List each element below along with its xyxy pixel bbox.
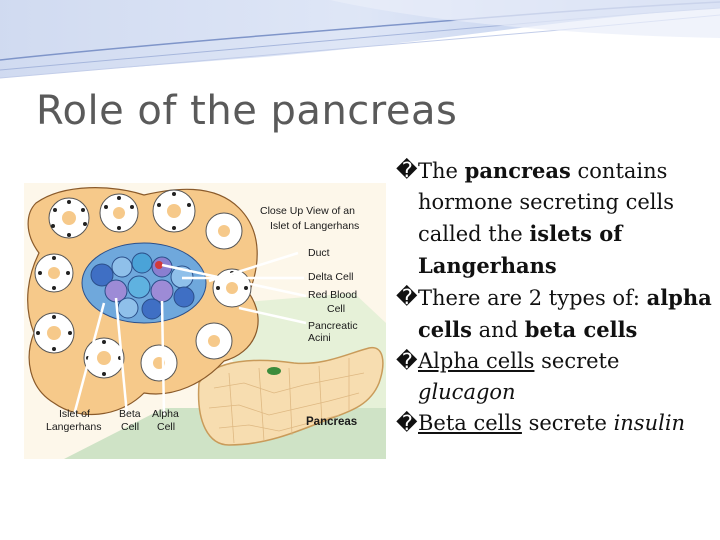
bullet-italic: glucagon bbox=[418, 380, 516, 404]
label-alpha-1: Alpha bbox=[152, 408, 179, 420]
acini-group bbox=[33, 189, 252, 382]
label-islet-2: Langerhans bbox=[46, 421, 101, 433]
bullet-bold: islets of Langerhans bbox=[418, 221, 623, 278]
bullet-marker: � bbox=[396, 411, 418, 435]
label-acini-1: Pancreatic bbox=[308, 320, 358, 332]
bullet-text: The bbox=[418, 159, 465, 183]
bullet-item: � Beta cells secrete insulin bbox=[396, 408, 716, 439]
label-delta-cell: Delta Cell bbox=[308, 271, 354, 283]
label-pancreas: Pancreas bbox=[306, 416, 357, 428]
label-beta-2: Cell bbox=[121, 421, 139, 433]
bullet-item: � Alpha cells secrete glucagon bbox=[396, 346, 716, 408]
label-islet-1: Islet of bbox=[59, 408, 90, 420]
bullet-text: secrete bbox=[534, 349, 620, 373]
label-beta-1: Beta bbox=[119, 408, 141, 420]
islet-diagram: Close Up View of an Islet of Langerhans … bbox=[24, 183, 386, 459]
label-duct: Duct bbox=[308, 247, 330, 259]
pancreas-organ bbox=[197, 347, 384, 446]
bullet-underlined: Beta cells bbox=[418, 411, 522, 435]
label-alpha-2: Cell bbox=[157, 421, 175, 433]
bullet-bold: beta cells bbox=[524, 317, 638, 342]
bullet-text: There are 2 types of: bbox=[418, 286, 647, 310]
label-closeup-1: Close Up View of an bbox=[260, 205, 355, 217]
bullet-italic: insulin bbox=[613, 411, 686, 435]
bullet-marker: � bbox=[396, 158, 418, 182]
label-closeup-2: Islet of Langerhans bbox=[270, 220, 359, 232]
label-acini-2: Acini bbox=[308, 332, 331, 344]
bullet-marker: � bbox=[396, 285, 418, 309]
label-rbc-1: Red Blood bbox=[308, 289, 357, 301]
islet-cells bbox=[81, 242, 207, 324]
bullet-marker: � bbox=[396, 349, 418, 373]
label-rbc-2: Cell bbox=[327, 303, 345, 315]
bullet-item: � The pancreas contains hormone secretin… bbox=[396, 155, 716, 282]
bullet-text: and bbox=[471, 318, 525, 342]
bullet-list: � The pancreas contains hormone secretin… bbox=[396, 155, 716, 439]
slide-title: Role of the pancreas bbox=[36, 88, 458, 134]
bullet-bold: pancreas bbox=[464, 158, 571, 183]
bullet-underlined: Alpha cells bbox=[418, 349, 535, 373]
bullet-text: secrete bbox=[521, 411, 614, 435]
bullet-bold: alpha cells bbox=[418, 285, 712, 342]
header-banner bbox=[0, 0, 720, 79]
bullet-item: � There are 2 types of: alpha cells and … bbox=[396, 282, 716, 346]
bullet-text: contains hormone secreting cells called … bbox=[418, 159, 675, 246]
